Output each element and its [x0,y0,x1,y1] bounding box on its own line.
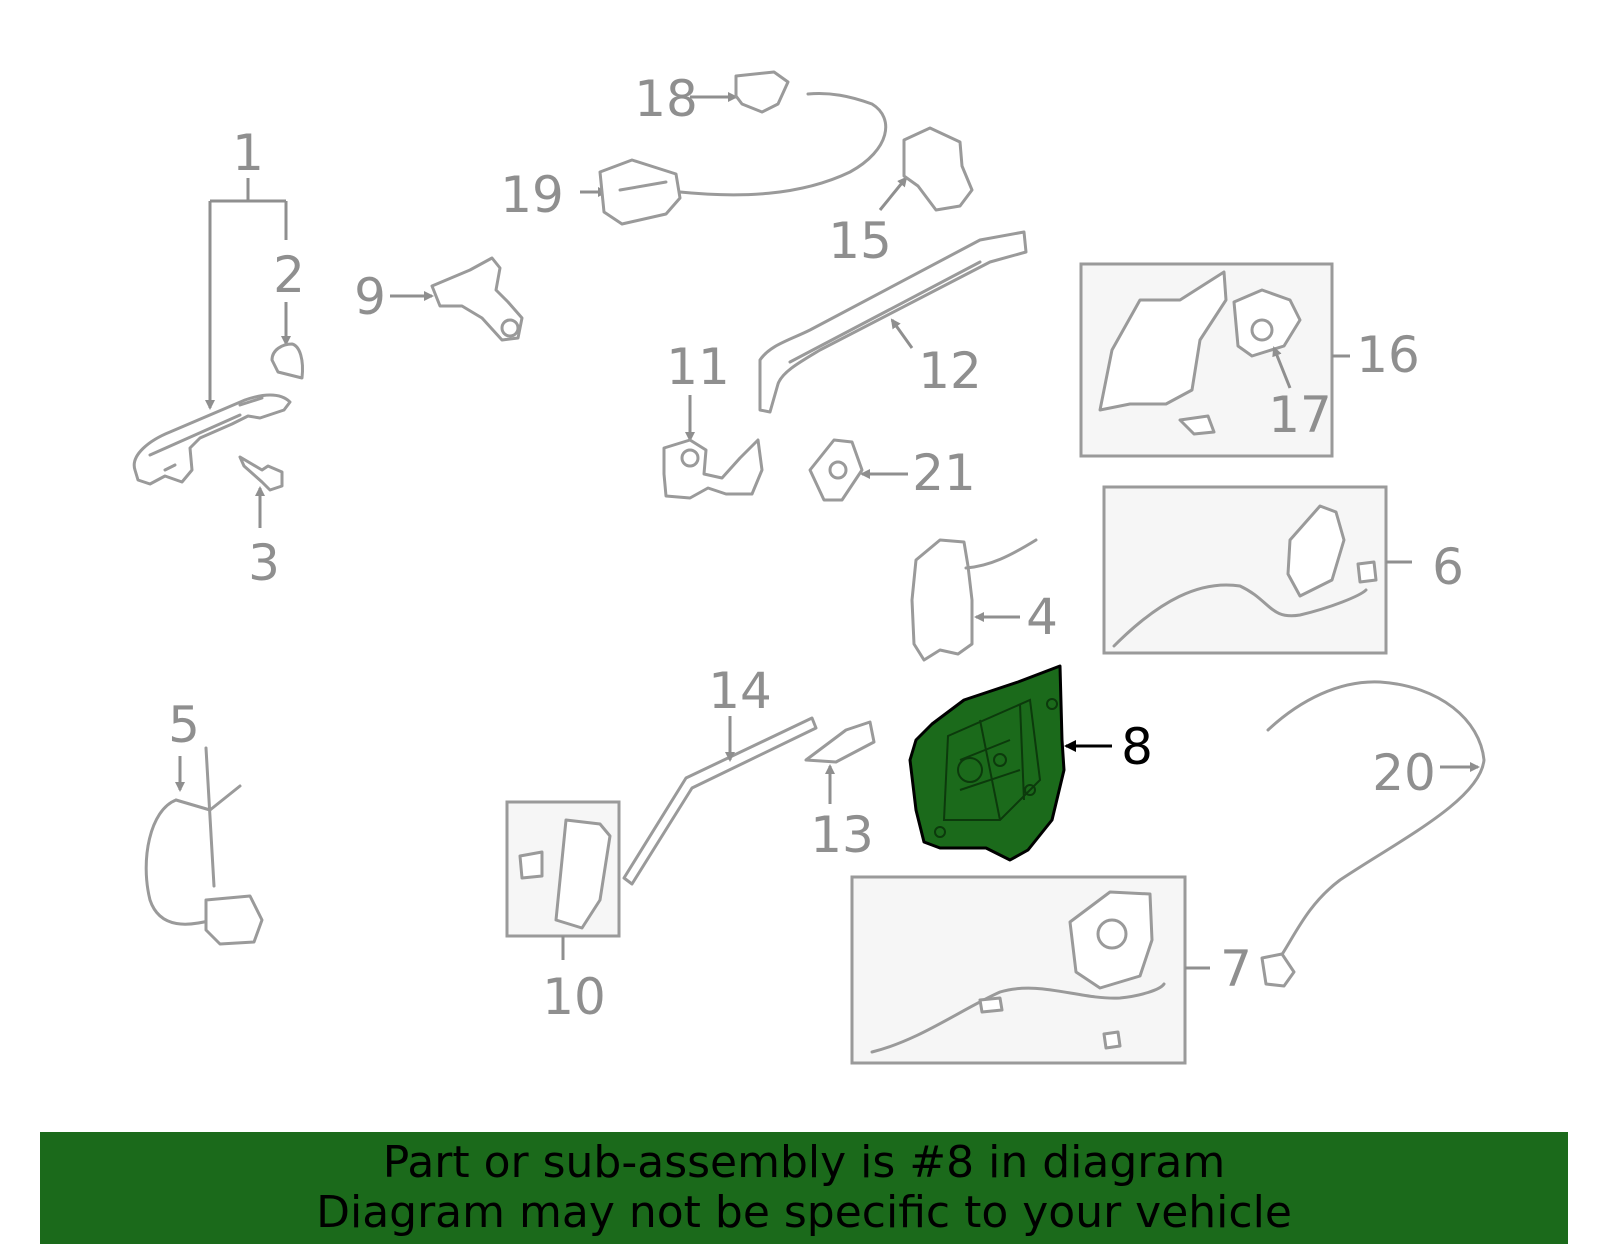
part-14-rod [622,716,818,886]
part-8-highlighted-module [908,664,1112,862]
part-7-assembly-box [850,875,1210,1065]
callout-15: 15 [828,212,892,270]
callout-21: 21 [912,444,976,502]
info-banner: Part or sub-assembly is #8 in diagram Di… [40,1132,1568,1244]
callout-12: 12 [918,342,982,400]
part-12-frame-channel [758,230,1028,414]
part-3-screw [238,455,284,528]
callout-1: 1 [232,124,264,182]
callout-11: 11 [666,338,730,396]
part-15-actuator [878,126,974,212]
part-11-latch-bracket [662,395,764,500]
part-9-bracket [390,256,524,342]
callout-2: 2 [273,246,305,304]
part-2-handle-cap [270,302,304,380]
part-18-19-release-cable [580,70,888,226]
callout-17: 17 [1268,386,1332,444]
callout-10: 10 [542,968,606,1026]
part-20-cable [1260,680,1486,988]
part-13-clip [804,720,876,804]
callout-6: 6 [1432,538,1464,596]
banner-line-2: Diagram may not be specific to your vehi… [316,1187,1292,1238]
callout-7: 7 [1220,940,1252,998]
part-16-17-assembly-box [1079,262,1350,458]
callout-19: 19 [500,166,564,224]
callout-8: 8 [1121,718,1153,776]
banner-line-1: Part or sub-assembly is #8 in diagram [382,1137,1226,1188]
callout-9: 9 [354,268,386,326]
part-21-plate [808,438,908,502]
callout-3: 3 [248,534,280,592]
callout-4: 4 [1026,588,1058,646]
callout-16: 16 [1356,326,1420,384]
part-10-boxed-bracket [505,800,621,960]
part-4-latch-actuator [910,538,1038,662]
part-1-outside-handle [132,178,292,486]
callout-5: 5 [168,696,200,754]
callout-14: 14 [708,662,772,720]
callout-18: 18 [634,70,698,128]
callout-13: 13 [810,806,874,864]
part-6-assembly-box [1102,485,1412,655]
callout-20: 20 [1372,744,1436,802]
part-5-rod-assembly [144,746,264,946]
